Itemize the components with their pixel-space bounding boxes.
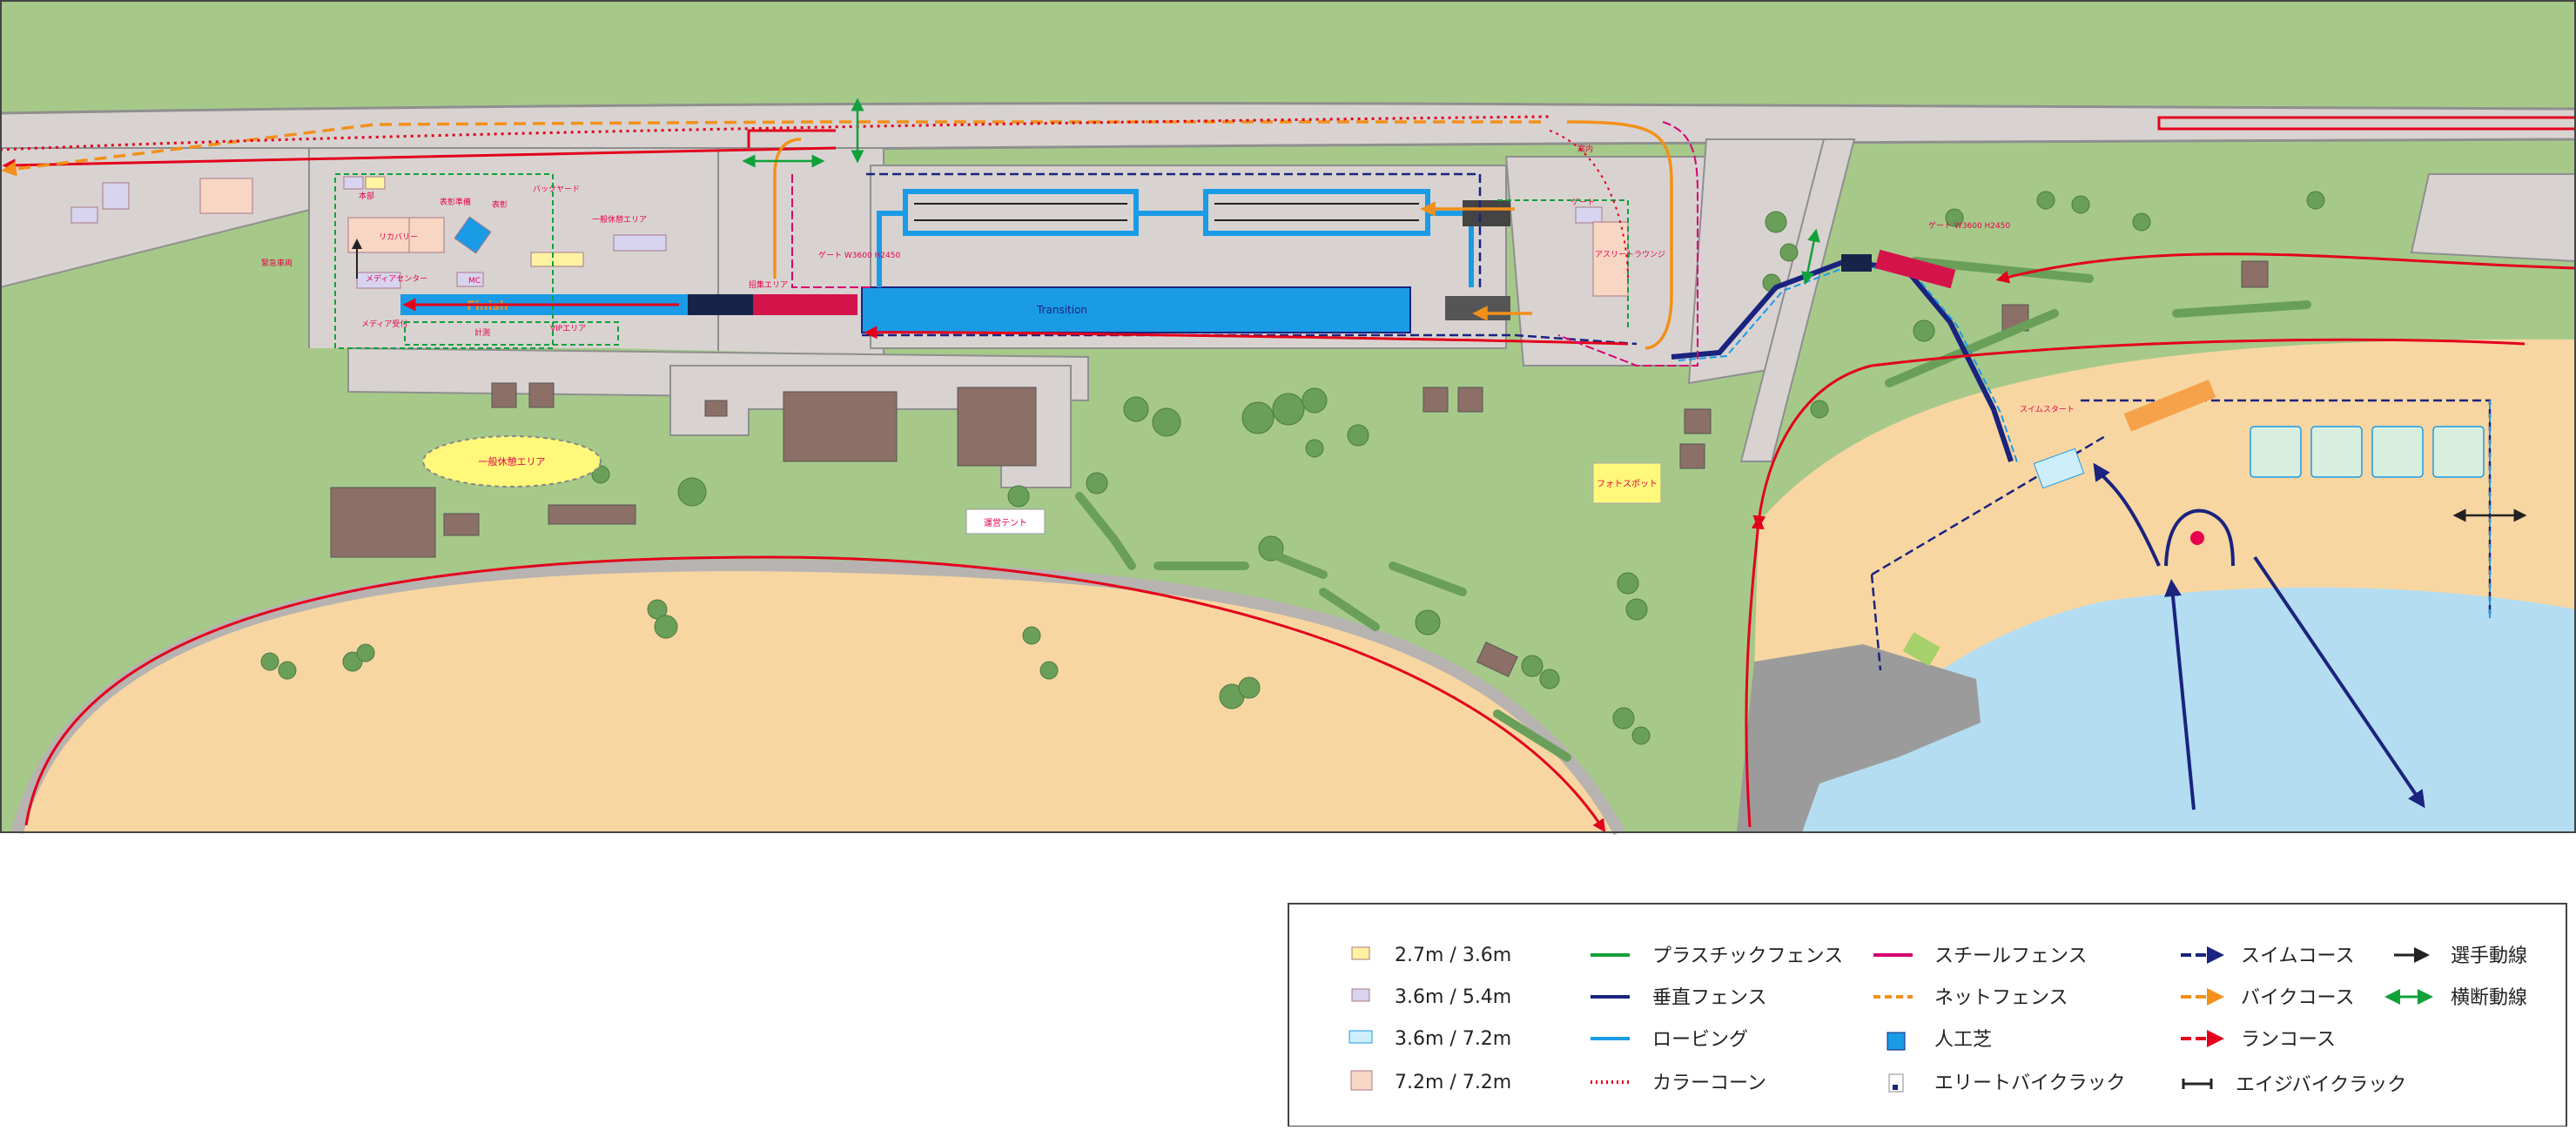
- medical-tent: [2033, 447, 2085, 489]
- sea-water: [1785, 587, 2576, 832]
- elite-bike-rack-icon-mark: [1893, 1085, 1898, 1090]
- beach-tents[interactable]: [2250, 426, 2485, 478]
- bike-out-gate: [1463, 200, 1510, 226]
- finish-label: Finish: [467, 299, 508, 313]
- legend-tent-large-label: 7.2m / 7.2m: [1395, 1072, 1511, 1093]
- svg-text:表彰: 表彰: [492, 199, 508, 210]
- gate-left-label: ゲート W3600 H2450: [818, 250, 900, 260]
- rock-breakwater: [1737, 644, 1981, 832]
- trees: [260, 191, 2325, 745]
- transition-label: Transition: [1036, 304, 1087, 316]
- tent-medium-icon: [1351, 988, 1370, 1002]
- svg-text:メディア受付: メディア受付: [361, 319, 407, 329]
- hedges: [1075, 257, 2311, 762]
- beach-access-road: [1739, 138, 1856, 462]
- buildings: [330, 260, 2269, 677]
- left-beach-road: [11, 559, 1625, 836]
- turf-square-icon: [1887, 1032, 1906, 1051]
- finish-plaza-tents: [71, 176, 1629, 297]
- left-beach: [17, 565, 1619, 832]
- photo-spot-label: フォトスポット: [1597, 479, 1658, 489]
- crossing-flow-east: [1801, 228, 1820, 286]
- bike-course: [1, 120, 1673, 350]
- legend-col-tents: 2.7m / 3.6m 3.6m / 5.4m 3.6m / 7.2m 7.2m…: [1349, 945, 1511, 1093]
- photo-spot-box[interactable]: [1592, 462, 1662, 504]
- legend-turf-label: 人工芝: [1934, 1029, 1992, 1051]
- svg-text:MC: MC: [468, 277, 481, 286]
- svg-text:リカバリー: リカバリー: [379, 232, 418, 242]
- plastic-fences: [334, 173, 1629, 349]
- swim-start-pontoon: [2123, 379, 2216, 432]
- finish-gate-red: [753, 294, 858, 315]
- svg-text:バックヤード: バックヤード: [533, 185, 580, 194]
- svg-text:表彰準備: 表彰準備: [440, 197, 471, 207]
- swim-exit-gate-red: [1874, 249, 1956, 289]
- run-course: [2, 116, 2576, 833]
- tent-large-icon: [1350, 1070, 1373, 1091]
- svg-text:アスリートラウンジ: アスリートラウンジ: [1595, 250, 1665, 259]
- steel-fences: [791, 121, 1698, 367]
- legend-net-fence-label: ネットフェンス: [1934, 987, 2068, 1009]
- swim-exit-gate-dark: [1841, 254, 1872, 272]
- legend-roping-label: ロービング: [1652, 1029, 1748, 1051]
- svg-text:緊急車両: 緊急車両: [261, 258, 293, 268]
- northeast-lot: [2410, 173, 2576, 263]
- tent-long-icon: [1349, 1030, 1373, 1044]
- tent-small-icon: [1351, 946, 1370, 960]
- svg-text:案内: 案内: [1577, 144, 1593, 154]
- legend-tent-medium-label: 3.6m / 5.4m: [1395, 986, 1511, 1008]
- svg-text:一般休憩エリア: 一般休憩エリア: [592, 214, 647, 225]
- age-bike-racks: [914, 203, 1419, 221]
- legend-plastic-fence-label: プラスチックフェンス: [1652, 945, 1843, 967]
- staff-tent[interactable]: [965, 508, 1046, 535]
- legend-col-courses: スイムコース バイクコース ランコース エイジバイクラック: [2181, 945, 2406, 1096]
- svg-text:メディアセンター: メディアセンター: [366, 273, 427, 284]
- legend-vertical-fence-label: 垂直フェンス: [1652, 987, 1767, 1009]
- svg-text:本部: 本部: [359, 191, 374, 201]
- legend-steel-fence-label: スチールフェンス: [1934, 945, 2088, 967]
- swim-exit-roping: [1678, 263, 2019, 466]
- legend-color-cone-label: カラーコーン: [1652, 1073, 1766, 1094]
- transition-turf: [861, 286, 1411, 333]
- legend-swim-label: スイムコース: [2241, 945, 2354, 967]
- rest-area-zone: [422, 435, 602, 488]
- rest-area-label: 一般休憩エリア: [479, 455, 546, 467]
- legend-elite-rack-label: エリートバイクラック: [1934, 1073, 2126, 1094]
- legend-tent-long-label: 3.6m / 7.2m: [1395, 1028, 1511, 1050]
- legend-age-rack-label: エイジバイクラック: [2236, 1074, 2406, 1096]
- legend-bike-label: バイクコース: [2241, 987, 2354, 1009]
- legend-col-misc: スチールフェンス ネットフェンス 人工芝 エリートバイクラック: [1873, 945, 2126, 1094]
- svg-text:ゲート: ゲート: [1571, 197, 1595, 207]
- age-bike-rack-icon: [2182, 1079, 2213, 1089]
- legend-col-fences: プラスチックフェンス 垂直フェンス ロービング カラーコーン: [1591, 945, 1843, 1094]
- legend-box: 2.7m / 3.6m 3.6m / 5.4m 3.6m / 7.2m 7.2m…: [1288, 903, 2567, 1127]
- buoy-marker: [1902, 632, 1940, 667]
- svg-text:招集エリア: 招集エリア: [749, 279, 788, 290]
- legend-tent-small-label: 2.7m / 3.6m: [1395, 945, 1511, 966]
- staff-tent-label: 運営テント: [984, 517, 1027, 528]
- map-border: [0, 0, 2576, 833]
- legend-col-flows: 選手動線 横断動線: [2384, 945, 2527, 1009]
- svg-text:VIPエリア: VIPエリア: [550, 325, 586, 333]
- swim-buoy: [2190, 531, 2204, 545]
- legend-athlete-flow-label: 選手動線: [2451, 945, 2527, 967]
- transition-exit-gate: [1445, 296, 1510, 320]
- svg-text:スイムスタート: スイムスタート: [2020, 405, 2075, 414]
- legend-crossing-flow-label: 横断動線: [2451, 987, 2527, 1009]
- gate-right-label: ゲート W3600 H2450: [1928, 220, 2010, 231]
- swim-course: [2093, 462, 2425, 811]
- finish-gate-dark: [688, 294, 753, 315]
- legend-run-label: ランコース: [2241, 1029, 2336, 1051]
- svg-text:計測: 計測: [474, 327, 490, 338]
